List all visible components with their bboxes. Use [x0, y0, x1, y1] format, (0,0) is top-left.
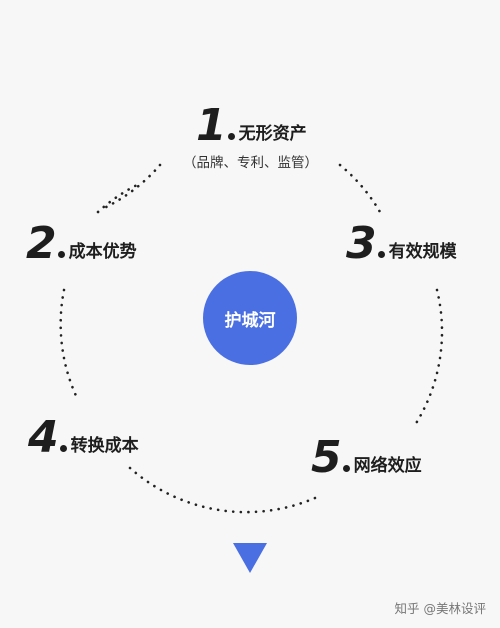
- node-1-sub-label: （品牌、专利、监管）: [183, 155, 318, 171]
- ring-arc-top-left: [98, 163, 162, 212]
- node-4-switching-cost: 4 转换成本: [28, 416, 139, 460]
- node-label: 网络效应: [353, 455, 422, 476]
- node-3-efficient-scale: 3 有效规模: [346, 222, 457, 266]
- down-arrow-icon: [233, 543, 267, 573]
- node-number: 3: [346, 218, 377, 269]
- ring-arc-left: [59, 288, 80, 402]
- ring-arc-bottom: [128, 466, 317, 514]
- node-5-network-effect: 5 网络效应: [311, 436, 422, 480]
- bullet-dot: [57, 250, 65, 258]
- bullet-dot: [342, 464, 350, 472]
- node-label: 无形资产: [238, 123, 307, 144]
- node-number: 4: [28, 412, 59, 463]
- ring-arc-top-right: [338, 163, 382, 214]
- node-number: 2: [26, 218, 57, 269]
- watermark-text: 知乎 @美林设评: [394, 601, 486, 616]
- node-label: 转换成本: [70, 435, 139, 456]
- node-1-intangible-assets: 1 无形资产: [196, 104, 307, 148]
- bullet-dot: [227, 132, 235, 140]
- center-label: 护城河: [224, 310, 276, 331]
- node-label: 有效规模: [388, 241, 457, 262]
- ring-arc-1-to-3: [96, 183, 139, 214]
- bullet-dot: [377, 250, 385, 258]
- bullet-dot: [59, 444, 67, 452]
- node-number: 1: [196, 100, 227, 151]
- node-number: 5: [311, 432, 342, 483]
- node-2-cost-advantage: 2 成本优势: [26, 222, 137, 266]
- ring-arc-right: [413, 288, 444, 427]
- node-label: 成本优势: [68, 241, 137, 262]
- center-moat-circle: 护城河: [203, 271, 297, 365]
